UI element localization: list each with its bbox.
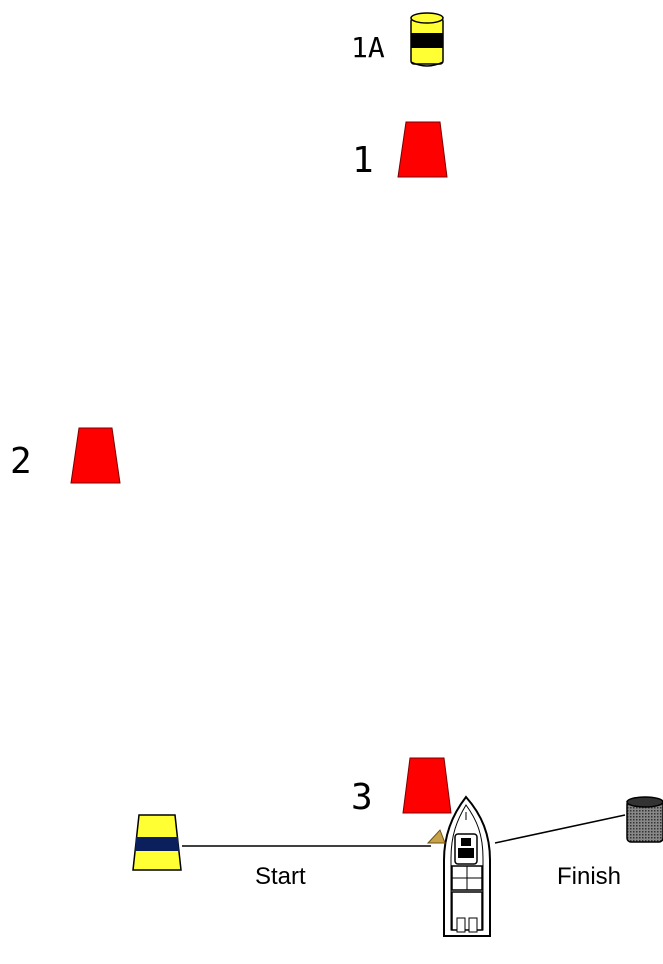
red-cone-buoy-icon <box>403 758 451 813</box>
mark-1a-label: 1A <box>351 31 385 64</box>
red-cone-buoy-icon <box>71 428 120 483</box>
finish-line <box>495 815 625 843</box>
finish-label: Finish <box>557 863 621 890</box>
mark-1: 1 <box>352 122 447 181</box>
start-label: Start <box>255 863 306 890</box>
mark-3: 3 <box>351 758 451 818</box>
mark-1-label: 1 <box>352 140 374 181</box>
mark-2-label: 2 <box>10 441 32 482</box>
navy-band <box>135 837 179 851</box>
motor-yacht-top-view-icon <box>444 797 490 936</box>
mark-3-label: 3 <box>351 777 373 818</box>
yellow-cylinder-buoy-icon <box>411 13 443 66</box>
gray-cylinder-buoy-icon <box>627 797 663 842</box>
start-pin-buoy <box>133 815 181 870</box>
flag-icon <box>428 830 445 843</box>
mark-2: 2 <box>10 428 120 483</box>
mark-1a: 1A <box>351 13 443 66</box>
red-cone-buoy-icon <box>398 122 447 177</box>
